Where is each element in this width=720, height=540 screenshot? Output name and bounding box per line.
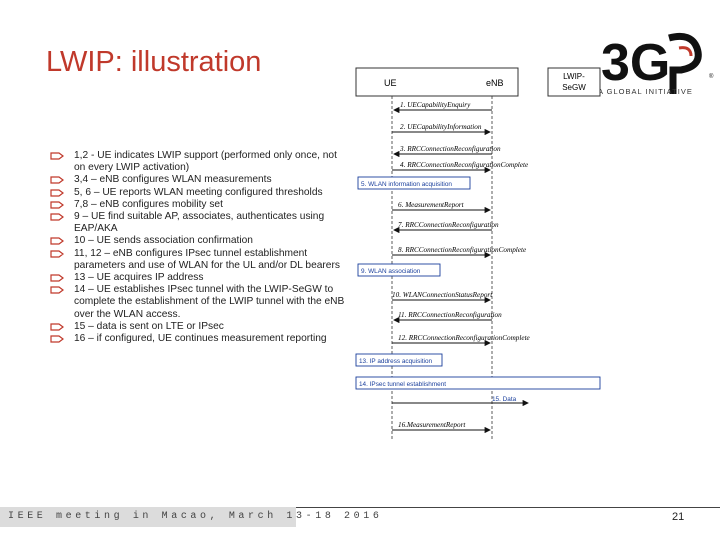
bullet-item: 15 – data is sent on LTE or IPsec [50, 321, 350, 333]
message-label: 6. MeasurementReport [398, 201, 465, 209]
bullet-item: 9 – UE find suitable AP, associates, aut… [50, 211, 350, 235]
bullet-marker-icon [50, 250, 64, 258]
action-box-ipsec-tunnel [355, 376, 601, 390]
bullet-marker-icon [50, 323, 64, 331]
action-label: 5. WLAN information acquisition [361, 181, 452, 188]
action-label: 15. Data [492, 396, 517, 403]
logo-tagline: A GLOBAL INITIATIVE [598, 87, 693, 96]
slide-title: LWIP: illustration [46, 46, 262, 78]
bullet-item: 7,8 – eNB configures mobility set [50, 199, 350, 211]
explanation-list: 1,2 - UE indicates LWIP support (perform… [50, 150, 350, 345]
bullet-item: 10 – UE sends association confirmation [50, 235, 350, 247]
message-label: 16.MeasurementReport [398, 421, 466, 429]
bullet-item: 5, 6 – UE reports WLAN meeting configure… [50, 187, 350, 199]
bullet-text: 14 – UE establishes IPsec tunnel with th… [74, 284, 345, 320]
message-label: 2. UECapabilityInformation [400, 123, 482, 131]
action-box-wlan-assoc [357, 263, 441, 277]
bullet-text: 9 – UE find suitable AP, associates, aut… [74, 211, 325, 235]
footer-bar [0, 507, 720, 528]
enb-label: eNB [486, 78, 504, 88]
message-label: 3. RRCConnectionReconfiguration [399, 145, 501, 153]
bullet-item: 1,2 - UE indicates LWIP support (perform… [50, 150, 350, 174]
bullet-item: 14 – UE establishes IPsec tunnel with th… [50, 284, 350, 321]
bullet-marker-icon [50, 201, 64, 209]
message-label: 12. RRCConnectionReconfigurationComplete [398, 334, 531, 342]
bullet-marker-icon [50, 335, 64, 343]
message-label: 1. UECapabilityEnquiry [400, 101, 471, 109]
bullet-item: 13 – UE acquires IP address [50, 272, 350, 284]
page-number: 21 [672, 511, 685, 523]
bullet-marker-icon [50, 152, 64, 160]
bullet-item: 16 – if configured, UE continues measure… [50, 333, 350, 345]
message-label: 8. RRCConnectionReconfigurationComplete [398, 246, 527, 254]
bullet-text: 5, 6 – UE reports WLAN meeting configure… [74, 186, 323, 198]
bullet-text: 10 – UE sends association confirmation [74, 235, 253, 247]
message-label: 10. WLANConnectionStatusReport [392, 291, 493, 299]
ue-enb-header-box [355, 67, 519, 97]
bullet-text: 7,8 – eNB configures mobility set [74, 198, 223, 210]
footer-text: IEEE meeting in Macao, March 13-18 2016 [8, 511, 383, 522]
bullet-marker-icon [50, 286, 64, 294]
action-box-wlan-info [357, 176, 471, 190]
action-box-ip-address [355, 353, 443, 367]
bullet-text: 13 – UE acquires IP address [74, 272, 204, 284]
bullet-marker-icon [50, 176, 64, 185]
bullet-item: 3,4 – eNB configures WLAN measurements [50, 174, 350, 186]
message-label: 7. RRCConnectionReconfiguration [398, 221, 499, 229]
footer-box [0, 507, 296, 527]
ue-label: UE [384, 78, 397, 88]
bullet-marker-icon [50, 189, 64, 197]
svg-text:3G: 3G [601, 34, 670, 92]
bullet-text: 15 – data is sent on LTE or IPsec [74, 320, 224, 332]
bullet-marker-icon [50, 213, 64, 221]
action-label: 14. IPsec tunnel establishment [359, 381, 446, 388]
segw-label-2: SeGW [562, 83, 586, 92]
action-label: 13. IP address acquisition [359, 358, 433, 365]
message-label: 4. RRCConnectionReconfigurationComplete [400, 161, 529, 169]
bullet-text: 11, 12 – eNB configures IPsec tunnel est… [74, 247, 340, 271]
bullet-marker-icon [50, 237, 64, 246]
bullet-text: 3,4 – eNB configures WLAN measurements [74, 174, 272, 186]
bullet-text: 1,2 - UE indicates LWIP support (perform… [74, 150, 337, 174]
bullet-text: 16 – if configured, UE continues measure… [74, 333, 327, 345]
message-label: 11. RRCConnectionReconfiguration [398, 311, 502, 319]
3gpp-logo: 3G ® [601, 32, 714, 94]
bullet-marker-icon [50, 274, 64, 282]
svg-text:®: ® [709, 73, 714, 80]
segw-header-box [547, 67, 601, 97]
bullet-item: 11, 12 – eNB configures IPsec tunnel est… [50, 248, 350, 272]
segw-label: LWIP- [563, 72, 585, 81]
action-label: 9. WLAN association [361, 268, 421, 275]
